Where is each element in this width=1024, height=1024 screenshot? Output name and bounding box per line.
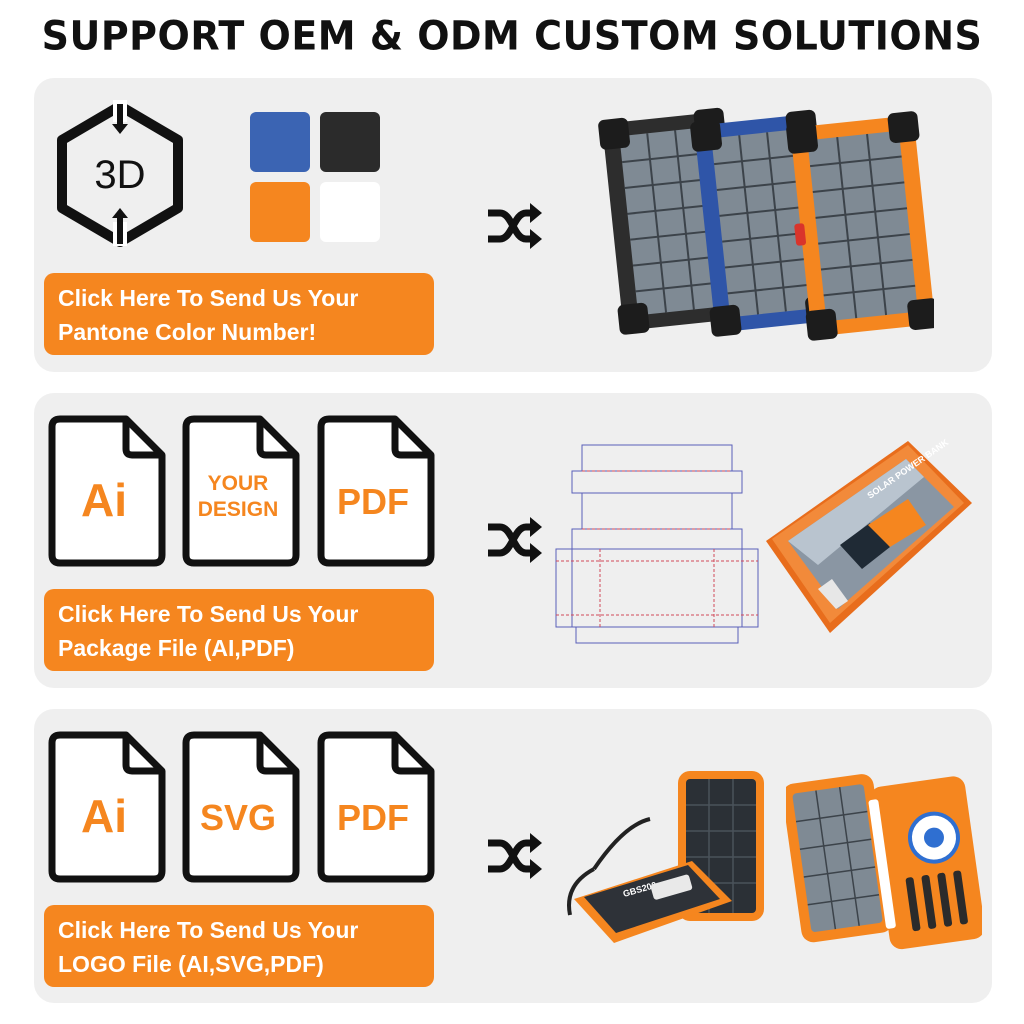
3d-cube-icon: 3D [54, 100, 186, 248]
file-label-ai: Ai [81, 790, 127, 842]
retail-box-image: SOLAR POWER BANK [766, 437, 972, 633]
cta-line-1: Click Here To Send Us Your [58, 917, 359, 943]
svg-file-icon: SVG [182, 731, 302, 883]
swatch-orange[interactable] [250, 182, 310, 242]
cta-line-2: Package File (AI,PDF) [58, 635, 295, 661]
logo-power-bank-image: GBS200 [567, 771, 764, 943]
file-label-ai: Ai [81, 474, 127, 526]
cta-line-1: Click Here To Send Us Your [58, 285, 359, 311]
send-pantone-color-button[interactable]: Click Here To Send Us Your Pantone Color… [44, 273, 434, 355]
file-label-pdf: PDF [337, 481, 409, 522]
swatch-black[interactable] [320, 112, 380, 172]
file-label-pdf: PDF [337, 797, 409, 838]
pdf-file-icon: PDF [317, 415, 437, 567]
send-package-file-button[interactable]: Click Here To Send Us Your Package File … [44, 589, 434, 671]
file-label-svg: SVG [199, 797, 277, 838]
file-label-your-design: YOUR DESIGN [197, 472, 279, 521]
package-customization-panel: Ai YOUR DESIGN PDF Click Here To Send Us… [34, 393, 992, 688]
power-bank-color-variants-image [598, 107, 934, 341]
3d-icon-label: 3D [94, 153, 145, 197]
box-dieline-image [555, 444, 759, 644]
swatch-blue[interactable] [250, 112, 310, 172]
shuffle-icon [488, 517, 542, 563]
cta-line-2: LOGO File (AI,SVG,PDF) [58, 951, 324, 977]
page-title: SUPPORT OEM & ODM CUSTOM SOLUTIONS [41, 12, 983, 60]
cta-line-2: Pantone Color Number! [58, 319, 317, 345]
shuffle-icon [488, 833, 542, 879]
your-design-file-icon: YOUR DESIGN [182, 415, 302, 567]
wireless-power-bank-image [786, 774, 982, 950]
send-logo-file-button[interactable]: Click Here To Send Us Your LOGO File (AI… [44, 905, 434, 987]
shuffle-icon [488, 203, 542, 249]
pdf-file-icon: PDF [317, 731, 437, 883]
ai-file-icon: Ai [48, 415, 168, 567]
logo-customization-panel: Ai SVG PDF Click Here To Send Us Your LO… [34, 709, 992, 1003]
cta-line-1: Click Here To Send Us Your [58, 601, 359, 627]
color-customization-panel: 3D Click Here To Send Us Your Pantone Co… [34, 78, 992, 372]
ai-file-icon: Ai [48, 731, 168, 883]
swatch-white[interactable] [320, 182, 380, 242]
